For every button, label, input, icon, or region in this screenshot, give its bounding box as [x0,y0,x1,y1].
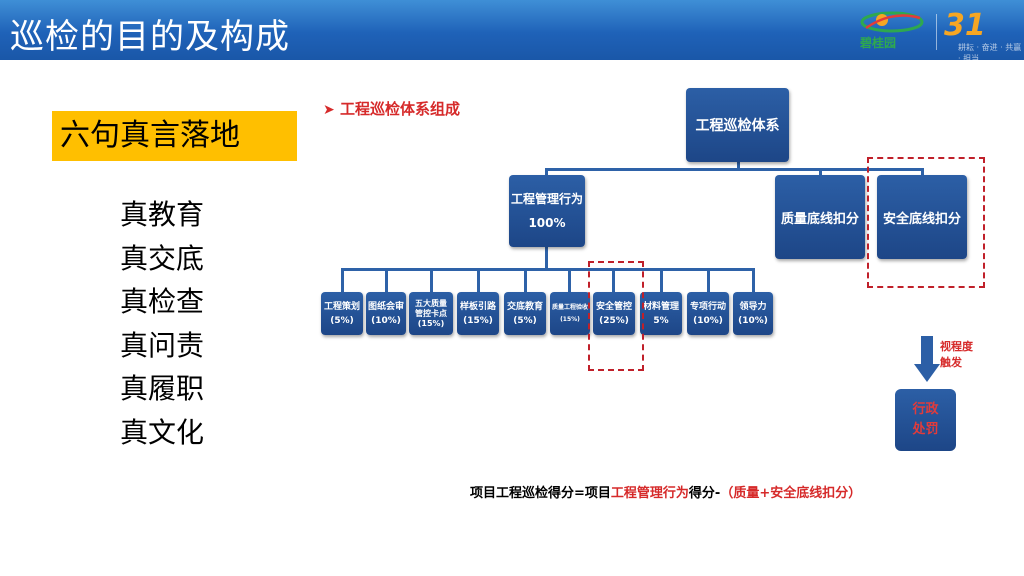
child-box: 专项行动 (10%) [687,292,729,335]
list-item: 真检查 [120,285,205,318]
child-box: 样板引路 (15%) [457,292,499,335]
principles-list: 真教育 真交底 真检查 真问责 真履职 真文化 [120,193,204,454]
child-box: 领导力 (10%) [733,292,773,335]
child-name: 样板引路 [459,301,496,312]
child-name: 材料管理 [642,301,679,312]
connector-line [752,268,755,292]
child-name: 图纸会审 [367,301,404,312]
child-box: 五大质量管控卡点 (15%) [409,292,453,335]
list-item: 真履职 [120,372,205,405]
connector-line [660,268,663,292]
logo-company-name: 碧桂园 [860,36,897,50]
list-item: 真文化 [120,415,205,449]
connector-line [341,268,344,292]
down-arrow-head-icon [914,364,940,382]
child-pct: 5% [653,315,669,326]
formula-part: 得分- [688,486,721,501]
formula-part-highlight: 工程管理行为 [610,486,689,501]
anniversary-31-logo: 31 [944,8,986,43]
child-name: 五大质量管控卡点 [415,298,447,318]
connector-line [737,162,740,170]
connector-line [545,168,822,171]
connector-line [341,268,755,271]
child-pct: (15%) [560,315,580,323]
root-box: 工程巡检体系 [686,88,789,162]
bgy-logo-icon [860,11,924,33]
child-box: 图纸会审 (10%) [366,292,406,335]
connector-line [430,268,433,292]
child-box: 交底教育 (5%) [504,292,546,335]
arrow-bullet-icon: ➤ [323,102,335,118]
penalty-line: 处罚 [912,422,939,437]
connector-line [545,168,548,176]
trigger-line: 视程度 [940,340,973,353]
connector-line [740,168,923,171]
slide-title: 巡检的目的及构成 [10,17,290,57]
quality-label: 质量底线扣分 [780,211,859,227]
connector-line [921,168,924,176]
child-pct: (5%) [513,315,537,326]
child-name: 领导力 [739,301,767,312]
down-arrow-icon [921,336,933,366]
child-name: 质量工程验收 [551,303,588,311]
behavior-pct: 100% [528,216,566,230]
child-pct: (15%) [417,318,445,328]
trigger-note: 视程度 触发 [940,339,973,371]
child-box: 质量工程验收 (15%) [550,292,590,335]
behavior-label: 工程管理行为 [510,192,583,206]
connector-line [568,268,571,292]
safety-label: 安全底线扣分 [882,211,961,227]
child-name: 专项行动 [689,301,726,312]
logo-divider [936,14,937,50]
behavior-box: 工程管理行为 100% [509,175,585,247]
connector-line [545,247,548,269]
slide-header: 巡检的目的及构成 碧桂园 31 耕耘 · 奋进 · 共赢 · 担当 [0,0,1024,63]
quality-box: 质量底线扣分 [775,175,865,259]
child-name: 安全管控 [595,301,632,312]
child-box: 材料管理 5% [640,292,682,335]
logo-area: 碧桂园 31 耕耘 · 奋进 · 共赢 · 担当 [848,6,1024,63]
trigger-line: 触发 [940,356,962,369]
list-item: 真交底 [120,241,205,275]
connector-line [385,268,388,292]
child-name: 工程策划 [323,301,360,312]
formula-part-highlight: （质量+安全底线扣分） [720,486,862,501]
formula-part: 项目工程巡检得分=项目 [470,486,611,501]
child-pct: (25%) [599,315,629,326]
connector-line [819,168,822,176]
connector-line [524,268,527,292]
connector-line [477,268,480,292]
safety-highlight-frame [867,157,985,288]
child-name: 交底教育 [506,301,543,312]
child-pct: (5%) [330,315,354,326]
root-label: 工程巡检体系 [695,118,780,134]
child-pct: (10%) [371,315,401,326]
connector-line [612,268,615,292]
score-formula: 项目工程巡检得分=项目工程管理行为得分-（质量+安全底线扣分） [470,482,861,501]
child-pct: (10%) [738,315,768,326]
penalty-line: 行政 [912,402,939,417]
logo-tagline: 耕耘 · 奋进 · 共赢 · 担当 [958,43,1022,63]
child-pct: (15%) [463,315,493,326]
child-box-safety: 安全管控 (25%) [593,292,635,335]
child-box: 工程策划 (5%) [321,292,363,335]
list-item: 真问责 [120,328,205,362]
section-title: 工程巡检体系组成 [340,100,461,118]
admin-penalty-box: 行政 处罚 [895,389,956,451]
safety-box: 安全底线扣分 [877,175,967,259]
list-item: 真教育 [120,198,205,231]
child-pct: (10%) [693,315,723,326]
six-principles-heading: 六句真言落地 [52,111,297,161]
connector-line [707,268,710,292]
safety-child-highlight-frame [588,261,644,371]
